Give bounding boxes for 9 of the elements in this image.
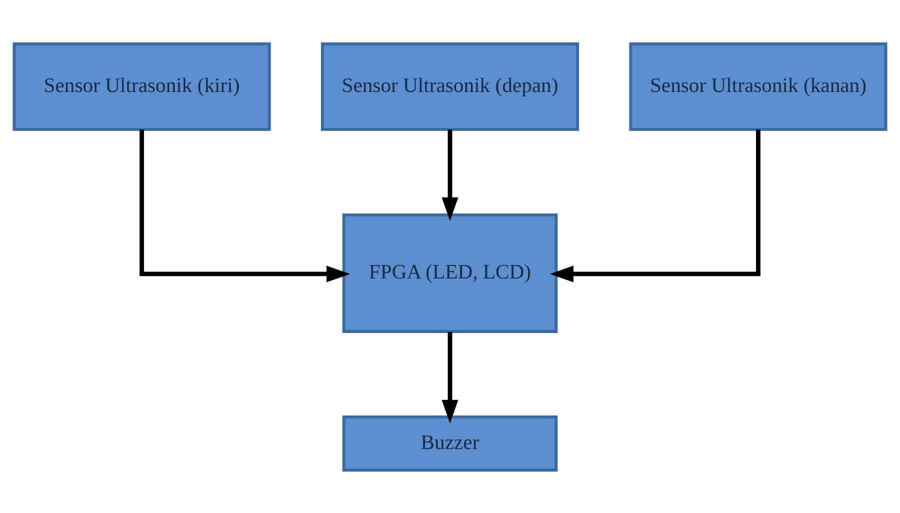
node-box: Sensor Ultrasonik (kanan) [629, 42, 888, 130]
node-box: Buzzer [342, 415, 558, 472]
arrow [442, 331, 458, 423]
arrow [550, 129, 760, 282]
node-box: Sensor Ultrasonik (depan) [320, 42, 580, 130]
arrow [140, 129, 350, 282]
node-box: Sensor Ultrasonik (kiri) [12, 42, 271, 130]
node-box: FPGA (LED, LCD) [342, 213, 558, 332]
arrow [442, 128, 458, 221]
